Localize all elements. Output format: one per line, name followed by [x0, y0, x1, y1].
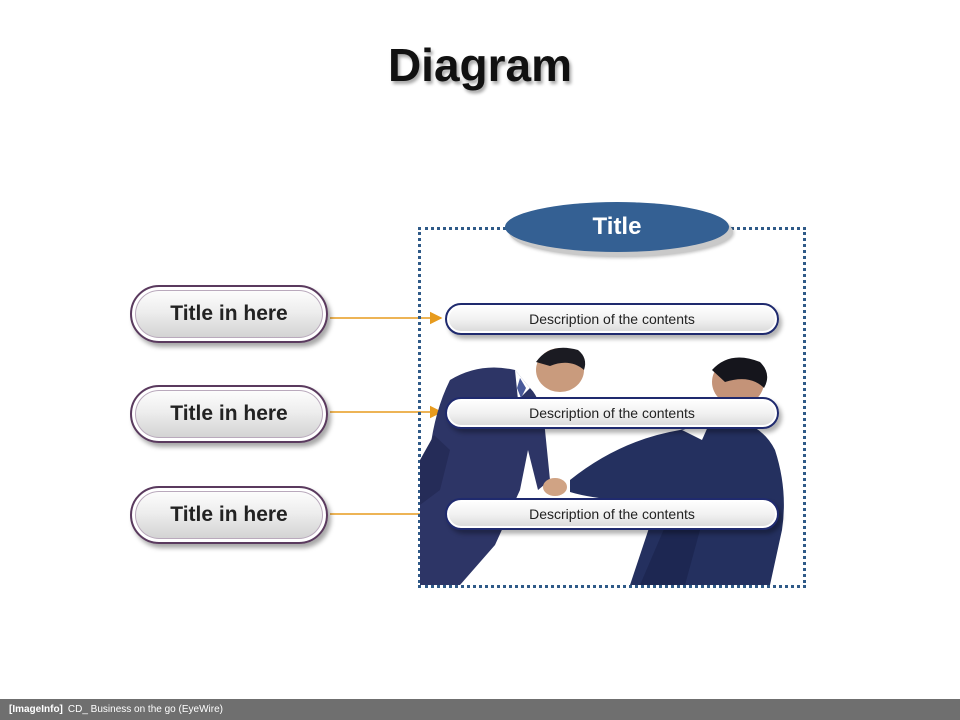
- left-title-pill-1: Title in here: [130, 285, 328, 343]
- diagram-title: Title: [592, 213, 642, 240]
- left-title-pill-3: Title in here: [130, 486, 328, 544]
- description-text: Description of the contents: [529, 405, 695, 421]
- description-pill-3: Description of the contents: [445, 498, 779, 530]
- description-pill-1: Description of the contents: [445, 303, 779, 335]
- description-text: Description of the contents: [529, 311, 695, 327]
- left-title-label: Title in here: [170, 503, 288, 526]
- business-handshake-photo: [420, 347, 784, 585]
- footer-text: CD_ Business on the go (EyeWire): [67, 704, 223, 715]
- page-title: Diagram: [387, 39, 573, 91]
- left-title-label: Title in here: [170, 302, 288, 325]
- footer-bar: [ImageInfo] CD_ Business on the go (EyeW…: [0, 699, 960, 720]
- description-text: Description of the contents: [529, 506, 695, 522]
- description-pill-2: Description of the contents: [445, 397, 779, 429]
- left-title-pill-2: Title in here: [130, 385, 328, 443]
- left-title-label: Title in here: [170, 402, 288, 425]
- diagram-title-ellipse: Title: [505, 202, 729, 252]
- footer-tag: [ImageInfo]: [9, 704, 63, 715]
